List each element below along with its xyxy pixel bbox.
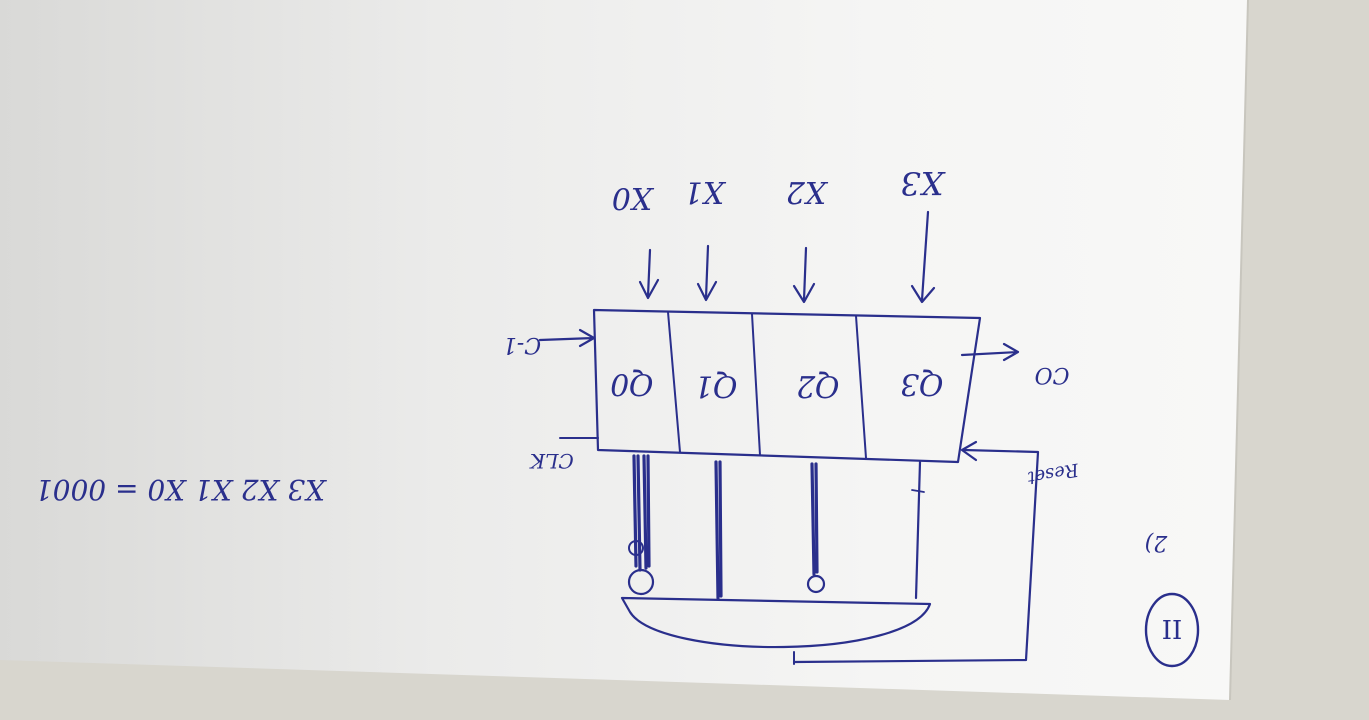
output-lines — [627, 454, 925, 600]
section-mark: II — [1162, 613, 1183, 643]
sheet-edge — [1229, 0, 1249, 701]
input-arrows — [638, 210, 936, 304]
carry-in-label: C-1 — [503, 332, 541, 357]
input-label-x3: X3 — [900, 164, 946, 202]
item-number: 2) — [1145, 530, 1169, 555]
register-label-q1: Q1 — [694, 368, 738, 403]
carry-in-arrow — [538, 328, 596, 348]
equation-text: X3 X2 X1 X0 = 0001 — [35, 473, 327, 506]
carry-out-label: CO — [1035, 362, 1070, 387]
register-divider — [667, 311, 681, 453]
reset-path — [792, 448, 1040, 664]
register-label-q0: Q0 — [610, 366, 654, 401]
register-block — [592, 308, 982, 464]
carry-out-arrow — [960, 342, 1020, 362]
register-label-q2: Q2 — [796, 368, 840, 403]
register-label-q3: Q3 — [900, 366, 944, 401]
reset-arrowhead — [960, 440, 978, 462]
input-label-x0: X0 — [612, 180, 654, 215]
section-mark-circle — [1144, 592, 1200, 668]
clock-label: CLK — [529, 449, 574, 473]
input-label-x2: X2 — [786, 174, 828, 209]
register-divider — [855, 315, 867, 459]
register-divider — [751, 313, 761, 456]
input-label-x1: X1 — [684, 174, 726, 209]
paper-sheet — [0, 0, 1248, 700]
and-gate — [620, 596, 932, 649]
